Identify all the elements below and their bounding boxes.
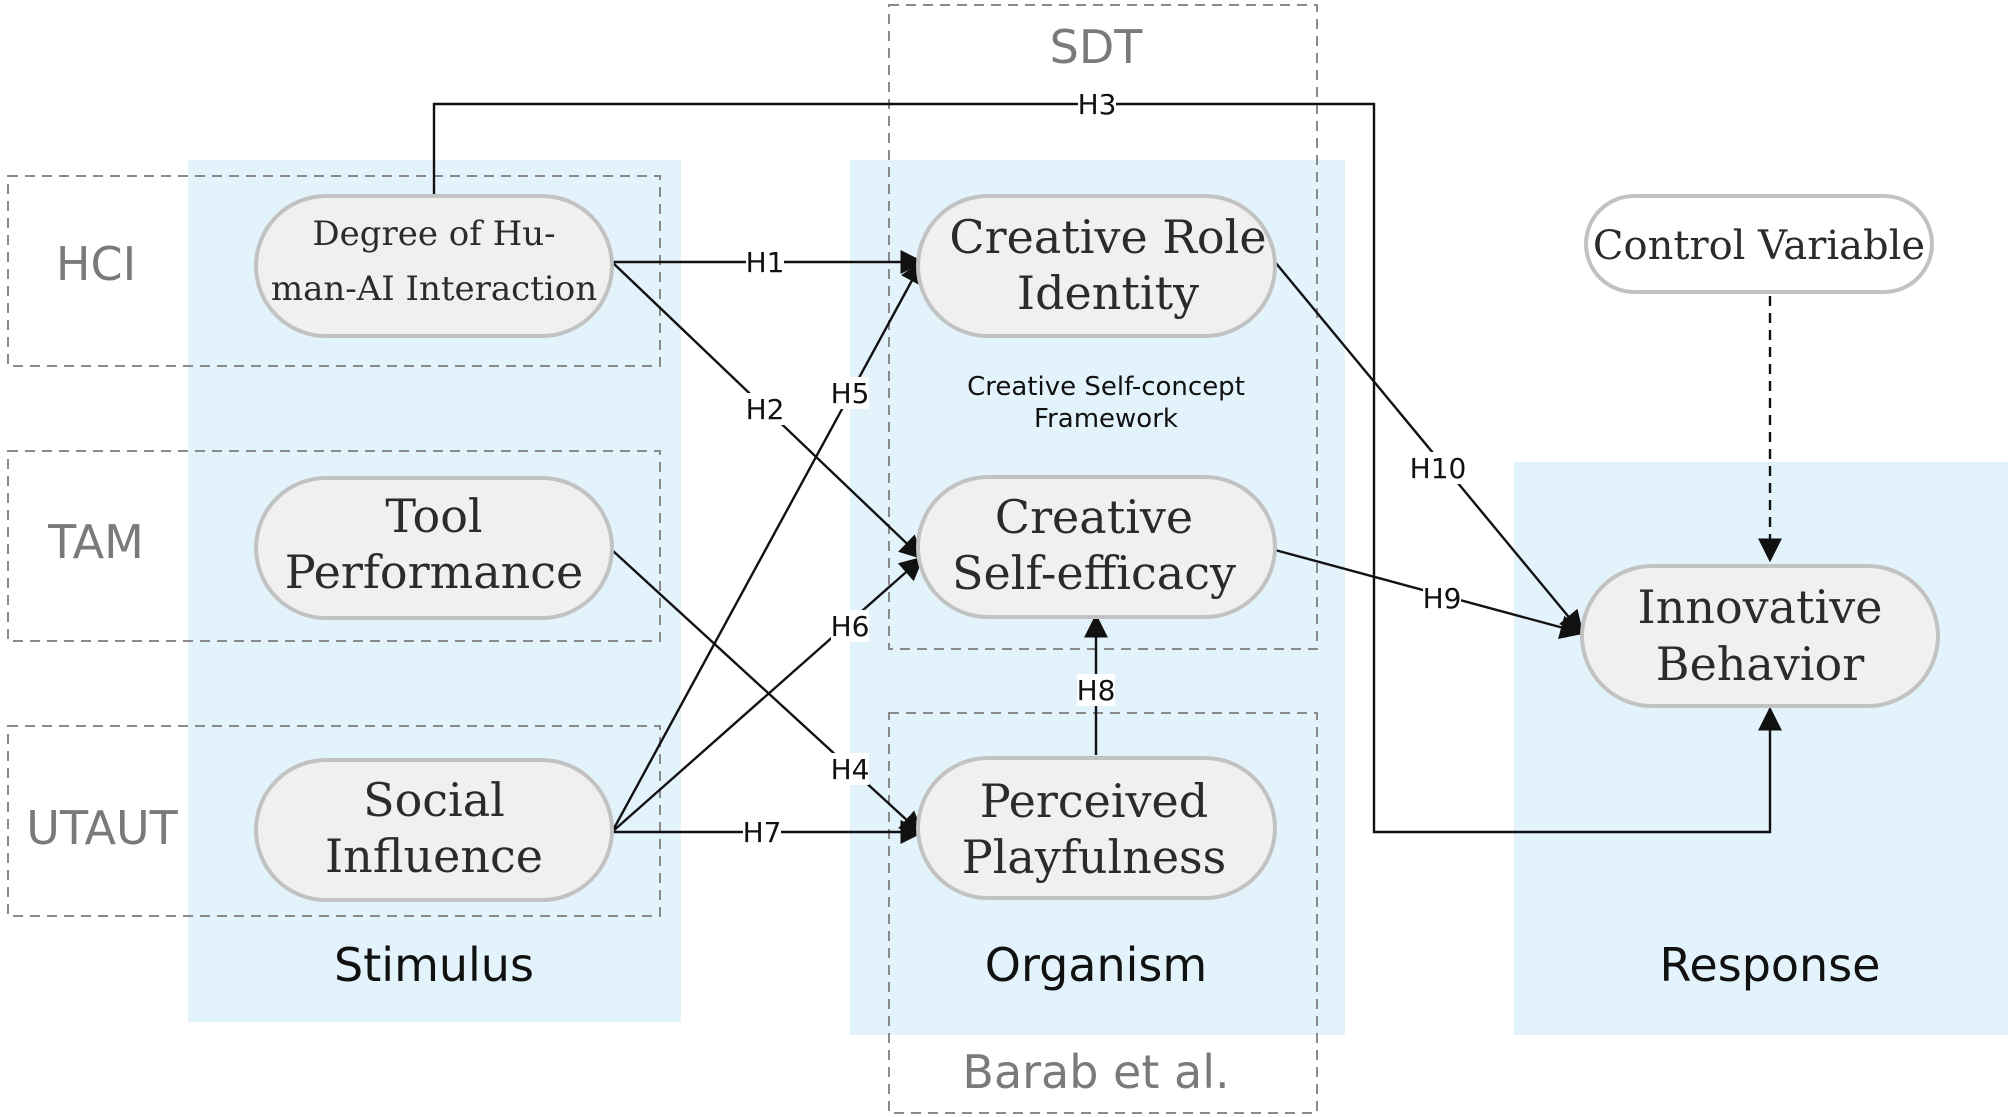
svg-text:Self-efficacy: Self-efficacy [952,546,1236,600]
label-h6: H6 [831,610,870,643]
label-h8: H8 [1077,674,1116,707]
label-h10: H10 [1410,452,1467,485]
node-social-influence: Social Influence [254,758,614,902]
section-label-organism: Organism [985,938,1207,992]
svg-text:Influence: Influence [325,829,543,883]
sdt-dashed-box [888,4,1318,650]
svg-text:Creative: Creative [995,490,1193,544]
label-h5: H5 [831,377,870,410]
svg-text:Tool: Tool [385,489,482,543]
theory-label-utaut: UTAUT [26,801,178,855]
h6-arrow [611,556,924,833]
label-h1: H1 [746,246,785,279]
node-degree: Degree of Hu- man-AI Interaction [254,194,614,338]
h3-path [432,102,1782,834]
svg-text:Creative Role: Creative Role [949,210,1266,264]
node-innovative-behavior: Innovative Behavior [1580,564,1940,708]
svg-text:Behavior: Behavior [1656,637,1864,691]
section-label-response: Response [1660,938,1881,992]
node-tool-performance: Tool Performance [254,476,614,620]
svg-text:man-AI Interaction: man-AI Interaction [271,269,597,309]
label-h4: H4 [831,753,870,786]
svg-text:Playfulness: Playfulness [962,830,1227,884]
utaut-dashed-box [7,725,661,917]
svg-text:Performance: Performance [285,545,583,599]
h4-arrow [611,549,924,836]
framework-label-line2: Framework [1034,404,1178,434]
theory-label-sdt: SDT [1050,20,1144,74]
label-h3: H3 [1078,88,1117,121]
theory-label-hci: HCI [56,237,136,291]
node-control-variable: Control Variable [1584,194,1934,294]
svg-text:Degree of Hu-: Degree of Hu- [312,214,555,254]
node-creative-role-identity: Creative Role Identity [916,194,1277,338]
section-label-stimulus: Stimulus [334,938,534,992]
svg-text:Perceived: Perceived [980,774,1208,828]
hypothesis-labels: H3 H1 H2 H5 H6 H4 H7 H8 H9 H10 [743,88,1467,849]
tam-dashed-box [7,450,661,642]
svg-text:Innovative: Innovative [1638,580,1883,634]
barab-dashed-box [888,712,1318,1114]
svg-text:Social: Social [363,773,505,827]
hci-dashed-box [7,175,661,367]
label-h9: H9 [1423,582,1462,615]
h10-arrow [1274,261,1584,635]
svg-text:Control Variable: Control Variable [1593,223,1925,269]
node-perceived-playfulness: Perceived Playfulness [916,756,1277,900]
theory-label-barab: Barab et al. [962,1045,1229,1099]
node-creative-self-efficacy: Creative Self-efficacy [916,475,1277,619]
framework-label-line1: Creative Self-concept [967,372,1245,402]
svg-text:Identity: Identity [1017,266,1199,320]
label-h2: H2 [746,393,785,426]
theory-label-tam: TAM [47,515,144,569]
label-h7: H7 [743,816,782,849]
h5-arrow [610,259,924,833]
